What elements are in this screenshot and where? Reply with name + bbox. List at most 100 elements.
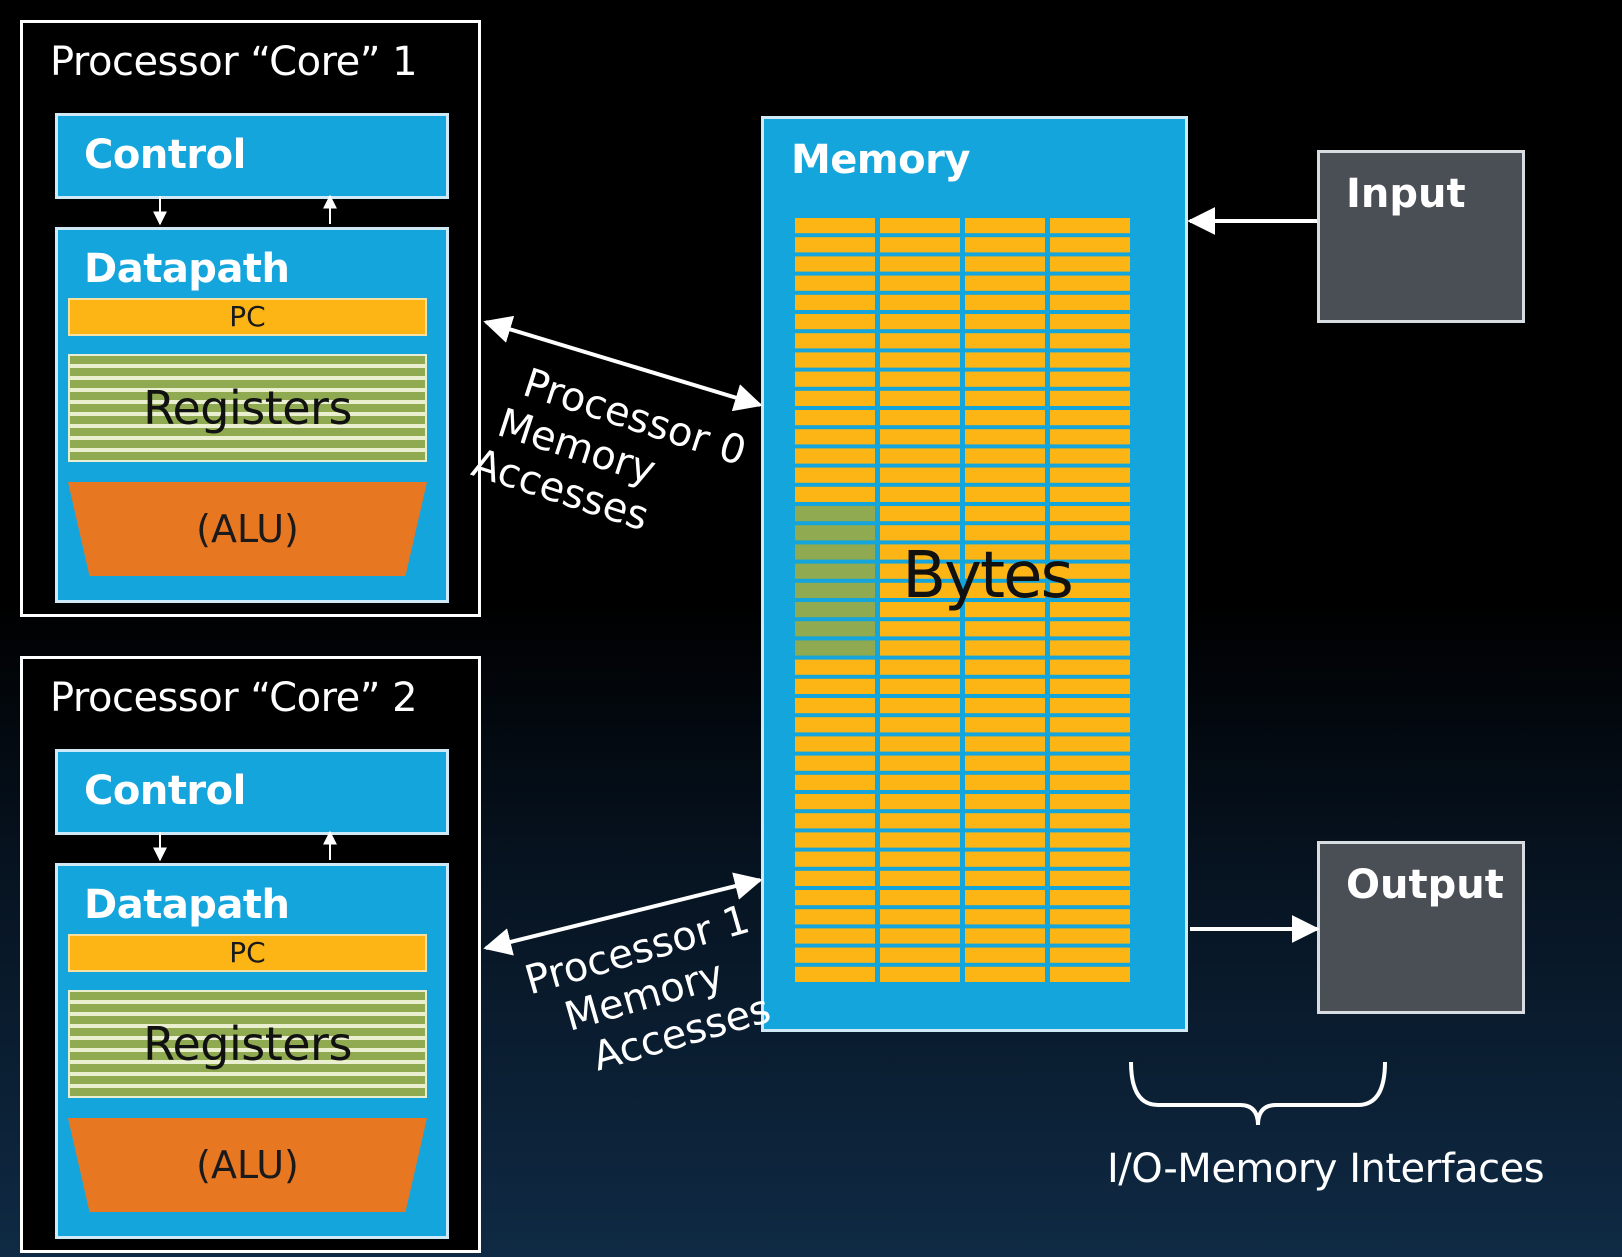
memory-byte-cell [965,410,1045,426]
memory-byte-cell [795,890,875,906]
memory-byte-cell [965,602,1045,618]
memory-byte-cell [1050,736,1130,752]
memory-byte-cell [795,678,875,694]
memory-byte-cell [1050,640,1130,656]
memory-byte-cell [1050,928,1130,944]
memory-byte-cell [965,659,1045,675]
memory-byte-cell [795,390,875,406]
memory-byte-cell [1050,525,1130,541]
memory-byte-cell [880,237,960,253]
memory-byte-cell [965,294,1045,310]
memory-byte-cell [1050,774,1130,790]
memory-byte-cell [965,794,1045,810]
memory-byte-cell [1050,563,1130,579]
core-1-pc: PC [68,298,427,336]
memory-byte-cell [965,467,1045,483]
memory-byte-cell [880,621,960,637]
memory-byte-cell [1050,678,1130,694]
memory-byte-cell [880,659,960,675]
memory-byte-cell [1050,218,1130,234]
memory-byte-cell [1050,717,1130,733]
memory-byte-cell [965,333,1045,349]
memory-byte-cell [965,352,1045,368]
memory-byte-cell [965,928,1045,944]
memory-byte-cell [880,218,960,234]
input-box: Input [1317,150,1525,323]
memory-byte-cell [795,832,875,848]
memory-byte-cell [1050,794,1130,810]
memory-byte-cell [965,736,1045,752]
memory-byte-cell [1050,698,1130,714]
core-1-datapath: Datapath PC Registers (ALU) [55,227,449,603]
memory-byte-cell [880,794,960,810]
memory-byte-cell [795,851,875,867]
memory-byte-cell [965,448,1045,464]
memory-byte-cell [880,448,960,464]
memory-byte-cell [795,410,875,426]
memory-byte-cell [795,928,875,944]
memory-byte-cell [880,371,960,387]
memory-byte-cell [795,371,875,387]
memory-byte-cell [795,506,875,522]
memory-byte-cell [880,678,960,694]
memory-byte-cell [795,448,875,464]
core-2-title: Processor “Core” 2 [50,675,418,721]
memory-byte-cell [965,429,1045,445]
memory-byte-cell [795,717,875,733]
memory-byte-cell [1050,621,1130,637]
memory-byte-cell [880,698,960,714]
core-1-title: Processor “Core” 1 [50,39,418,85]
output-label: Output [1346,862,1504,908]
memory-byte-cell [795,218,875,234]
io-interfaces-brace [1129,1061,1387,1126]
memory-byte-cell [1050,755,1130,771]
memory-byte-grid [795,218,1130,982]
memory-byte-cell [795,947,875,963]
memory-byte-cell [880,294,960,310]
memory-byte-cell [1050,314,1130,330]
memory-byte-cell [965,563,1045,579]
memory-byte-cell [1050,966,1130,982]
memory-byte-cell [795,602,875,618]
memory-byte-cell [965,909,1045,925]
core-2-alu: (ALU) [68,1118,427,1212]
memory-byte-cell [880,314,960,330]
memory-byte-cell [880,390,960,406]
memory-byte-cell [795,621,875,637]
memory-byte-cell [795,659,875,675]
memory-byte-cell [965,678,1045,694]
memory-byte-cell [1050,256,1130,272]
memory-byte-cell [1050,410,1130,426]
memory-byte-cell [880,851,960,867]
memory-byte-cell [1050,333,1130,349]
core-2-frame: Processor “Core” 2 Control Datapath PC R… [20,656,481,1253]
memory-byte-cell [1050,890,1130,906]
processor-1-access-arrow [483,872,763,956]
memory-byte-cell [795,909,875,925]
memory-byte-cell [1050,659,1130,675]
memory-byte-cell [880,813,960,829]
memory-byte-cell [880,774,960,790]
memory-bytes-label: Bytes [902,539,1072,613]
memory-byte-cell [880,928,960,944]
memory-byte-cell [880,563,960,579]
memory-byte-cell [795,294,875,310]
memory-byte-cell [965,755,1045,771]
memory-byte-cell [965,640,1045,656]
memory-byte-cell [965,870,1045,886]
memory-byte-cell [1050,448,1130,464]
memory-byte-cell [965,371,1045,387]
core-2-pc: PC [68,934,427,972]
core-1-registers: Registers [68,354,427,462]
memory-byte-cell [1050,371,1130,387]
memory-byte-cell [880,717,960,733]
memory-byte-cell [880,890,960,906]
core-2-datapath-label: Datapath [84,882,290,928]
memory-byte-cell [880,602,960,618]
memory-byte-cell [965,390,1045,406]
memory-byte-cell [795,563,875,579]
memory-byte-cell [1050,486,1130,502]
processor-0-access-arrow [483,315,763,412]
memory-byte-cell [880,429,960,445]
